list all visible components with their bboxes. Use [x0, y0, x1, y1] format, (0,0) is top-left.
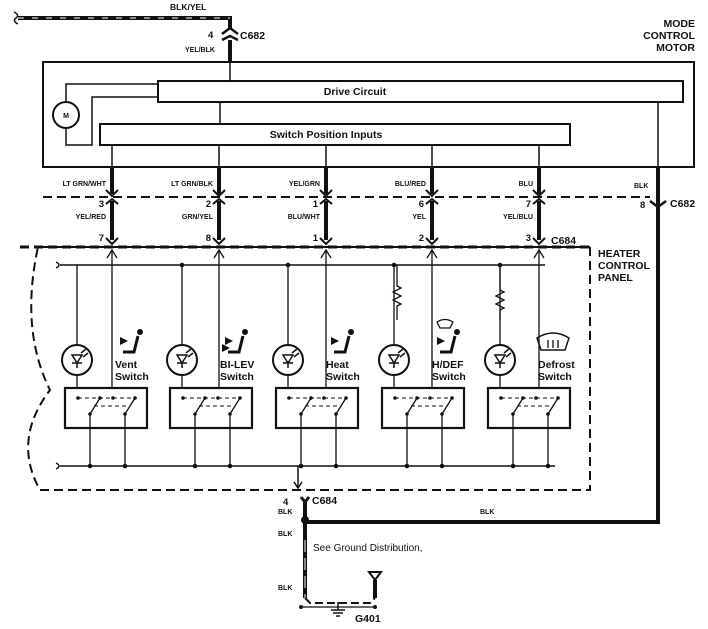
- wire-label: 2: [206, 199, 211, 210]
- connector-label-c684: C684: [551, 235, 576, 247]
- wire-label: 1: [313, 199, 319, 210]
- wire-label-blk: BLK: [278, 531, 292, 538]
- svg-text:M: M: [63, 113, 69, 120]
- wire-label: LT GRN/WHT: [63, 181, 107, 188]
- svg-text:CONTROL: CONTROL: [598, 260, 650, 272]
- wire-label-blk: BLK: [278, 509, 292, 516]
- svg-text:CONTROL: CONTROL: [643, 30, 695, 42]
- mode-control-motor-label: MODE CONTROL MOTOR: [643, 18, 695, 54]
- ground-wire-blk: [305, 167, 667, 524]
- motor-icon: M: [52, 83, 158, 146]
- switch-contact-box: [168, 386, 254, 430]
- switch-contact-box: [486, 386, 572, 430]
- wire-label: 8: [206, 233, 211, 244]
- wire-label: 7: [99, 233, 104, 244]
- wire-label: GRN/YEL: [182, 214, 214, 221]
- indicator-led-icon: [61, 344, 93, 376]
- svg-text:HEATER: HEATER: [598, 248, 641, 260]
- wire-label: YEL: [412, 214, 426, 221]
- switch-position-inputs-label: Switch Position Inputs: [270, 129, 383, 141]
- wire-label: BLU: [519, 181, 533, 188]
- svg-text:MOTOR: MOTOR: [656, 42, 695, 54]
- switch-label: Switch: [326, 371, 360, 383]
- svg-text:MODE: MODE: [664, 18, 696, 30]
- switch-label: BI-LEV: [220, 359, 254, 371]
- ground-label-g401: G401: [355, 613, 381, 625]
- wire-label: 1: [313, 233, 319, 244]
- pin-label: 4: [208, 30, 214, 41]
- switch-label: Vent: [115, 359, 138, 371]
- switch-contact-box: [380, 386, 466, 430]
- switch-label: Switch: [115, 371, 149, 383]
- switch-label: Switch: [432, 371, 466, 383]
- pin-label: 8: [640, 200, 645, 211]
- wire-label: BLU/RED: [395, 181, 426, 188]
- switch-label: Heat: [326, 359, 349, 371]
- switch-contact-box: [274, 386, 360, 430]
- switch-label: H/DEF: [432, 359, 464, 371]
- switch-label: Switch: [538, 371, 572, 383]
- connector-label-c684-bottom: C684: [312, 495, 337, 507]
- heat-mode-icon: [331, 329, 354, 354]
- pin-label: 4: [283, 497, 289, 508]
- drive-circuit-label: Drive Circuit: [324, 86, 387, 98]
- indicator-led-icon: [272, 344, 304, 376]
- ground-symbol-icon: [331, 602, 345, 617]
- resistor-defrost: [494, 265, 506, 320]
- wire-label: 2: [419, 233, 424, 244]
- wire-label: BLU/WHT: [288, 214, 321, 221]
- switch-contact-box: [63, 386, 149, 430]
- wire-label-yel-blk: YEL/BLK: [185, 47, 215, 54]
- wire-label: YEL/BLU: [503, 214, 533, 221]
- wire-label-blk-yel: BLK/YEL: [170, 2, 206, 12]
- switch-label: Switch: [220, 371, 254, 383]
- defrost-mode-icon: [536, 332, 570, 351]
- wire-label: 6: [419, 199, 424, 210]
- indicator-led-icon: [166, 344, 198, 376]
- wire-label: 3: [526, 233, 531, 244]
- wire-label-blk: BLK: [480, 509, 494, 516]
- wire-label: 3: [99, 199, 104, 210]
- connector-label-c682-top: C682: [240, 30, 265, 42]
- bilevel-mode-icon: [222, 329, 248, 354]
- heater-control-panel-outline: [27, 246, 591, 491]
- wire-label-blk: BLK: [634, 183, 648, 190]
- drive-circuit-box: [157, 80, 684, 103]
- switch-position-inputs-box: [99, 123, 571, 146]
- heat-defrost-mode-icon: [436, 318, 460, 354]
- mode-control-motor-box: [42, 61, 695, 168]
- top-wire: [13, 11, 239, 62]
- ground-distribution-note: See Ground Distribution,: [313, 543, 423, 554]
- wire-label: LT GRN/BLK: [171, 181, 213, 188]
- wire-label: 7: [526, 199, 531, 210]
- resistor-hdef: [391, 265, 403, 320]
- indicator-led-icon: [484, 344, 516, 376]
- svg-text:PANEL: PANEL: [598, 272, 633, 284]
- ground-path: [293, 466, 383, 609]
- indicator-led-icon: [378, 344, 410, 376]
- wire-label: YEL/GRN: [289, 181, 320, 188]
- wire-label: YEL/RED: [76, 214, 106, 221]
- switch-label: Defrost: [538, 359, 575, 371]
- heater-control-panel-label: HEATER CONTROL PANEL: [598, 248, 650, 284]
- connector-label-c682: C682: [670, 198, 695, 210]
- wire-label-blk: BLK: [278, 585, 292, 592]
- vent-mode-icon: [120, 329, 143, 354]
